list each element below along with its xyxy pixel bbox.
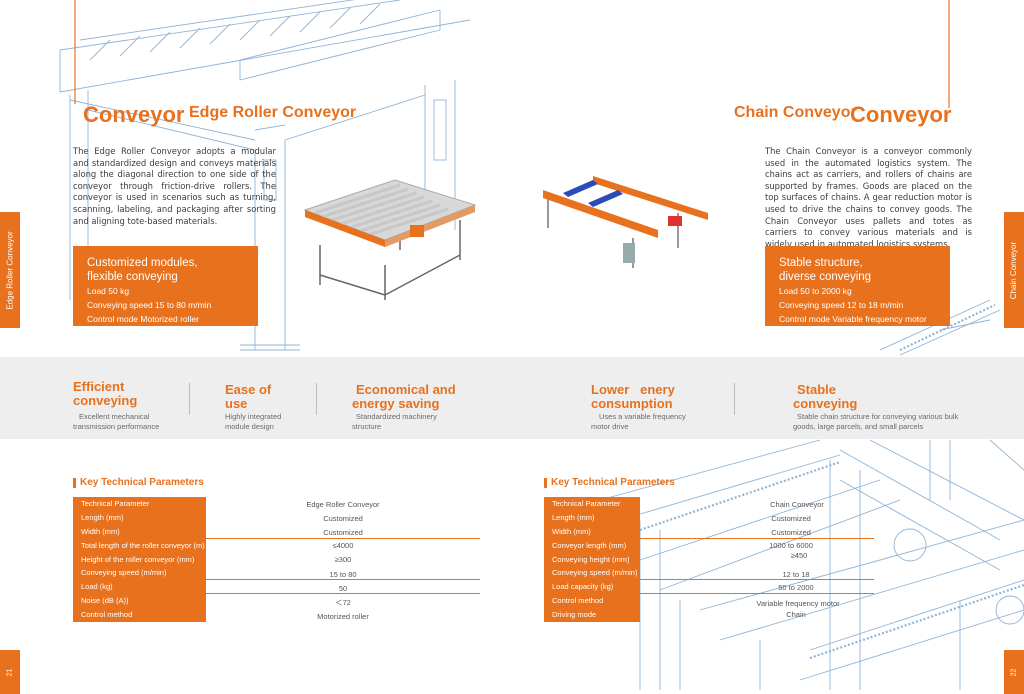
band-divider [734,383,735,415]
table-row-label: Control method [544,594,640,608]
page-number-left: 21 [0,650,20,694]
chain-conveyor-image [543,176,708,268]
table-rule [73,593,480,594]
side-tab-label: Edge Roller Conveyor [5,230,15,310]
right-title-product: Chain Conveyor [734,104,857,121]
table-row-value: Customized [323,514,363,523]
table-row-value: 50 [338,584,348,593]
feature-line: Control mode Motorized roller [87,314,199,324]
table-row-label: Length (mm) [544,511,640,525]
table-row-value: Variable frequency motor [756,599,840,608]
table-row-value: ≥300 [334,555,352,564]
table-header-cell: Technical Parameter [73,497,206,511]
band-divider [189,383,190,415]
table-row-value: Customized [771,528,811,537]
table-header-cell: Chain Conveyor [770,500,824,509]
table-row-value: ≥450 [790,551,808,560]
table-row-value: 12 to 18 [782,570,810,579]
benefits-band [0,357,1024,439]
feature-line: Conveying speed 15 to 80 m/min [87,300,212,310]
edge-roller-conveyor-image [303,179,477,300]
table-row-value: 1000 to 6000 [769,541,813,550]
table-rule [544,579,874,580]
table-row-label: Length (mm) [73,511,206,525]
page-number-right: 22 [1004,650,1024,694]
table-row-label: Total length of the roller conveyor (m) [73,539,206,553]
feature-title: flexible conveying [87,271,178,283]
side-tab-label: Chain Conveyor [1009,241,1019,299]
feature-title: Stable structure, [779,257,863,269]
right-description: The Chain Conveyor is a conveyor commonl… [765,146,972,249]
feature-line: Control mode Variable frequency motor [779,314,927,324]
title-marker [544,477,547,488]
left-description: The Edge Roller Conveyor adopts a modula… [73,146,276,226]
table-row-label: Noise (dB (A)) [73,594,206,608]
table-rule [73,538,480,539]
side-tab-edge-roller: Edge Roller Conveyor [0,212,20,328]
right-title-large: Conveyor [850,102,952,127]
side-tab-chain: Chain Conveyor [1004,212,1024,328]
left-title-large: Conveyor [83,102,185,127]
table-row-label: Conveying height (mm) [544,553,640,567]
table-row-label: Width (mm) [73,525,206,539]
right-feature-box: Stable structure, diverse conveying Load… [765,246,950,326]
table-rule [73,579,480,580]
table-rule [544,538,874,539]
feature-title: Customized modules, [87,257,198,269]
left-table-title: Key Technical Parameters [73,477,204,488]
feature-line: Load 50 kg [87,286,130,296]
table-row-value: Motorized roller [317,612,369,621]
title-marker [73,477,76,488]
table-row-label: Load capacity (kg) [544,580,640,594]
table-row-label: Height of the roller conveyor (mm) [73,553,206,567]
left-feature-box: Customized modules, flexible conveying L… [73,246,258,326]
left-title-product: Edge Roller Conveyor [189,104,357,121]
table-row-label: Width (mm) [544,525,640,539]
feature-title: diverse conveying [779,271,872,283]
band-divider [316,383,317,415]
table-header-cell: Edge Roller Conveyor [306,500,380,509]
right-table-title: Key Technical Parameters [544,477,675,488]
table-row-label: Driving mode [544,608,640,622]
table-row-value: ＜72 [335,598,351,607]
table-row-label: Conveyor length (mm) [544,539,640,553]
table-row-value: ≤4000 [332,541,354,550]
benefit-desc: Stable chain structure for conveying var… [793,412,959,431]
table-rule [544,593,874,594]
table-header-cell: Technical Parameter [544,497,640,511]
table-row-label: Conveying speed (m/min) [73,566,206,580]
table-row-label: Load (kg) [73,580,206,594]
table-row-label: Control method [73,608,206,622]
table-row-value: Chain [786,610,806,619]
table-row-value: 50 to 2000 [778,583,814,592]
table-row-value: 15 to 80 [329,570,357,579]
table-row-value: Customized [771,514,811,523]
table-row-label: Conveying speed (m/min) [544,566,640,580]
feature-line: Load 50 to 2000 kg [779,286,852,296]
table-row-value: Customized [323,528,363,537]
feature-line: Conveying speed 12 to 18 m/min [779,300,904,310]
